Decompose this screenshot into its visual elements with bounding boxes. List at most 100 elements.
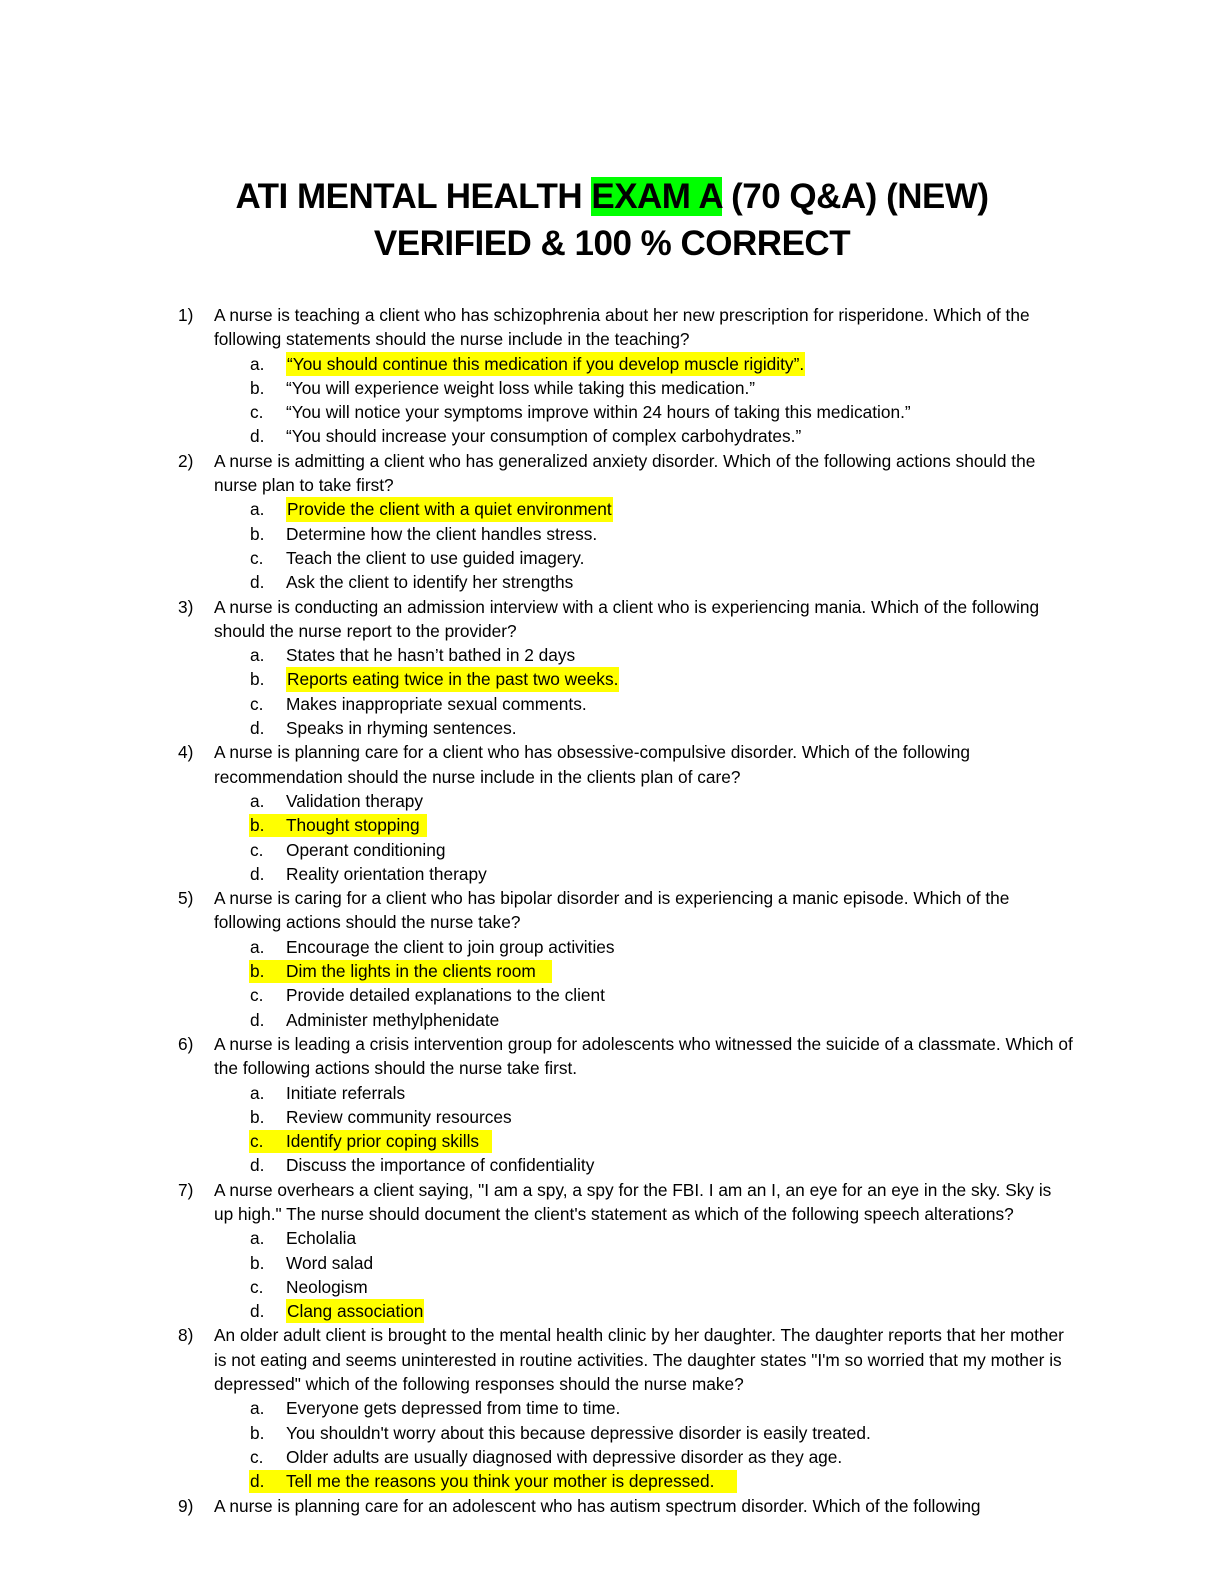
option-text: Makes inappropriate sexual comments. (286, 693, 587, 714)
option-row: b.Determine how the client handles stres… (0, 522, 1224, 546)
correct-answer: Identify prior coping skills (286, 1131, 480, 1152)
option-row-highlighted: c. Identify prior coping skills (0, 1129, 1224, 1154)
answer-highlight (249, 1130, 492, 1154)
option-text: Neologism (286, 1276, 368, 1297)
option-letter: c. (250, 402, 264, 423)
option-text: Validation therapy (286, 790, 424, 811)
option-letter: d. (250, 572, 265, 593)
question-text: A nurse is caring for a client who has b… (214, 888, 1010, 933)
option-row: a. Initiate referrals (0, 1081, 1224, 1105)
option-text: Ask the client to identify her strengths (286, 572, 574, 593)
option-letter: b. (250, 961, 265, 982)
title-highlight: EXAM A (591, 177, 722, 216)
option-text: “You will experience weight loss while t… (286, 377, 756, 398)
question-7: 7) A nurse overhears a client saying, "I… (0, 1178, 1224, 1227)
correct-answer: Thought stopping (286, 815, 420, 836)
correct-answer: “You should continue this medication if … (286, 351, 806, 376)
option-row: c. Makes inappropriate sexual comments. (0, 692, 1224, 716)
option-row: c.Teach the client to use guided imagery… (0, 546, 1224, 570)
option-row: d.“You should increase your consumption … (0, 424, 1224, 448)
option-row: c. Neologism (0, 1275, 1224, 1299)
option-letter: d. (250, 426, 265, 447)
question-number: 6) (178, 1033, 194, 1054)
option-text: Everyone gets depressed from time to tim… (286, 1398, 621, 1419)
answer-highlight (249, 814, 427, 838)
option-text: Older adults are usually diagnosed with … (286, 1446, 843, 1467)
question-number: 1) (178, 305, 194, 325)
question-number: 4) (178, 742, 194, 763)
option-row: a.Provide the client with a quiet enviro… (0, 497, 1224, 522)
option-letter: b. (250, 1422, 265, 1443)
option-row: b.“You will experience weight loss while… (0, 376, 1224, 400)
question-1: 1) A nurse is teaching a client who has … (0, 303, 1224, 352)
option-row: b.You shouldn't worry about this because… (0, 1421, 1224, 1445)
option-letter: a. (250, 1228, 265, 1249)
option-letter: c. (250, 985, 264, 1006)
option-row: a.Encourage the client to join group act… (0, 935, 1224, 959)
option-text: States that he hasn’t bathed in 2 days (286, 645, 576, 666)
option-text: Initiate referrals (286, 1082, 406, 1103)
option-row: d. Ask the client to identify her strengt… (0, 570, 1224, 594)
option-row: d.Clang association (0, 1299, 1224, 1324)
option-row-highlighted: b. Thought stopping (0, 813, 1224, 838)
option-text: “You will notice your symptoms improve w… (286, 402, 911, 423)
question-list: 1) A nurse is teaching a client who has … (0, 303, 1224, 1518)
option-letter: a. (250, 1398, 265, 1419)
correct-answer: Dim the lights in the clients room (286, 961, 536, 982)
correct-answer: Tell me the reasons you think your mothe… (286, 1471, 715, 1492)
question-5: 5) A nurse is caring for a client who ha… (0, 886, 1224, 935)
option-letter: b. (250, 1106, 265, 1127)
option-text: Reality orientation therapy (286, 863, 487, 884)
question-text: An older adult client is brought to the … (214, 1325, 1064, 1395)
question-number: 7) (178, 1179, 194, 1200)
option-text: Determine how the client handles stress. (286, 523, 598, 544)
question-text: A nurse is conducting an admission inter… (214, 596, 1040, 641)
option-row: b. Reports eating twice in the past two w… (0, 667, 1224, 692)
question-4: 4) A nurse is planning care for a client… (0, 740, 1224, 789)
option-letter: b. (250, 815, 265, 836)
option-letter: c. (250, 1276, 264, 1297)
option-row-highlighted: d.Tell me the reasons you think your mot… (0, 1469, 1224, 1494)
question-text: A nurse is planning care for an adolesce… (214, 1495, 981, 1516)
option-row-highlighted: b. Dim the lights in the clients room (0, 959, 1224, 984)
option-row: c.Operant conditioning (0, 838, 1224, 862)
question-number: 9) (178, 1495, 194, 1516)
option-row: c.Older adults are usually diagnosed wit… (0, 1445, 1224, 1469)
correct-answer: Reports eating twice in the past two wee… (286, 667, 620, 692)
option-row: c. “You will notice your symptoms improve… (0, 400, 1224, 424)
option-letter: a. (250, 499, 265, 520)
option-text: Provide detailed explanations to the cli… (286, 985, 605, 1006)
question-9: 9) A nurse is planning care for an adole… (0, 1494, 1224, 1518)
option-text: Operant conditioning (286, 839, 446, 860)
option-letter: c. (250, 1131, 264, 1152)
option-row: a.Validation therapy (0, 789, 1224, 813)
question-2: 2) A nurse is admitting a client who has… (0, 449, 1224, 498)
answer-highlight (249, 960, 552, 984)
option-letter: a. (250, 645, 265, 666)
option-letter: d. (250, 1301, 265, 1322)
option-row: b.Word salad (0, 1251, 1224, 1275)
question-text: A nurse is planning care for a client wh… (214, 742, 970, 787)
question-number: 5) (178, 888, 194, 909)
question-6: 6) A nurse is leading a crisis intervent… (0, 1032, 1224, 1081)
option-text: Administer methylphenidate (286, 1009, 500, 1030)
option-row: b. Review community resources (0, 1105, 1224, 1129)
question-number: 3) (178, 596, 194, 617)
answer-highlight (249, 1470, 737, 1494)
option-row: d.Administer methylphenidate (0, 1008, 1224, 1032)
option-letter: d. (250, 863, 265, 884)
option-letter: c. (250, 547, 264, 568)
option-text: Discuss the importance of confidentialit… (286, 1155, 595, 1176)
option-letter: d. (250, 718, 265, 739)
option-letter: c. (250, 693, 264, 714)
option-letter: a. (250, 1082, 265, 1103)
option-text: Encourage the client to join group activ… (286, 936, 615, 957)
option-letter: d. (250, 1155, 265, 1176)
question-text: A nurse is admitting a client who has ge… (214, 450, 1036, 496)
option-text: Word salad (286, 1252, 374, 1273)
option-row: d. Discuss the importance of confidential… (0, 1153, 1224, 1177)
question-number: 8) (178, 1325, 194, 1346)
option-letter: b. (250, 669, 265, 690)
option-text: Review community resources (286, 1106, 512, 1127)
